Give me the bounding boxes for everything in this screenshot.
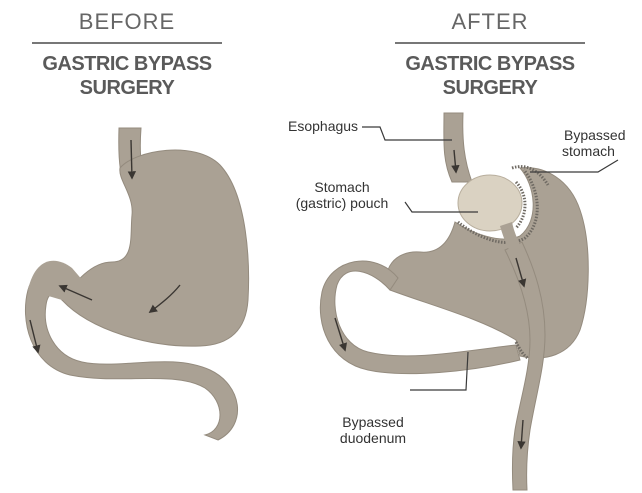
bypassed-duodenum-label-line1: Bypassed (336, 414, 410, 430)
before-stomach-shape (62, 150, 249, 346)
bypassed-duodenum-label: Bypassed duodenum (336, 414, 410, 446)
before-esophagus-arrow (131, 140, 132, 178)
bypassed-duodenum-label-line2: duodenum (336, 430, 410, 446)
esophagus-label: Esophagus (288, 118, 358, 134)
gastric-pouch-label-line1: Stomach (282, 179, 402, 195)
after-gastric-pouch-shape (458, 175, 522, 231)
esophagus-label-text: Esophagus (288, 118, 358, 134)
before-stomach-anatomy (25, 128, 248, 440)
bypassed-stomach-label-line2: stomach (562, 143, 625, 159)
after-esophagus-shape (444, 113, 472, 182)
gastric-pouch-label: Stomach (gastric) pouch (282, 179, 402, 211)
gastric-pouch-label-line2: (gastric) pouch (282, 195, 402, 211)
bypassed-stomach-label: Bypassed stomach (562, 127, 625, 159)
esophagus-leader-line (362, 127, 452, 140)
bypassed-stomach-label-line1: Bypassed (562, 127, 625, 143)
